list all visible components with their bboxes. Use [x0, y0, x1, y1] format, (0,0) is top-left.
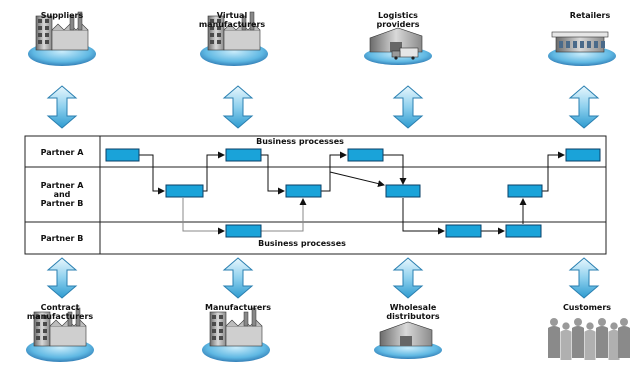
connector [383, 154, 407, 185]
connector [261, 154, 285, 195]
process-box [285, 184, 322, 198]
row-label: Partner B [41, 234, 84, 243]
connector [139, 154, 165, 195]
double-arrow-icon [392, 257, 424, 299]
store-icon [548, 31, 616, 66]
double-arrow-icon [392, 85, 424, 129]
top-entity-label: Retailers [570, 11, 611, 20]
factory-icon [26, 307, 94, 362]
connector [321, 151, 347, 192]
double-arrow-icon [46, 257, 78, 299]
process-box [225, 224, 262, 238]
process-box [347, 148, 384, 162]
process-box [385, 184, 421, 198]
process-box [165, 184, 204, 198]
row-label: Partner A [41, 148, 85, 157]
process-box [505, 224, 542, 238]
process-box [445, 224, 482, 238]
double-arrow-icon [568, 257, 600, 299]
process-box [565, 148, 601, 162]
top-entity-label: Suppliers [41, 11, 84, 20]
bottom-entity-label: Manufacturers [205, 303, 271, 312]
connector [261, 198, 307, 232]
business-processes-bottom-label: Business processes [258, 239, 346, 248]
process-connectors-grey [182, 198, 307, 235]
people-icon [548, 318, 630, 360]
process-box [225, 148, 262, 162]
connector [329, 171, 385, 187]
connector [542, 151, 565, 192]
connector [182, 198, 225, 235]
process-box [105, 148, 140, 162]
factory-icon [28, 11, 96, 66]
warehouse-icon [374, 321, 442, 359]
connector [203, 151, 225, 192]
process-boxes [105, 148, 601, 238]
connector [402, 198, 445, 235]
process-box [507, 184, 543, 198]
business-processes-top-label: Business processes [256, 137, 344, 146]
double-arrow-icon [568, 85, 600, 129]
bottom-entity-label: Customers [563, 303, 611, 312]
double-arrow-icon [46, 85, 78, 129]
factory-icon [200, 11, 268, 66]
double-arrow-icon [222, 85, 254, 129]
process-connectors [139, 151, 565, 235]
double-arrow-icon [222, 257, 254, 299]
factory-icon [202, 307, 270, 362]
warehouse-truck-icon [364, 27, 432, 65]
